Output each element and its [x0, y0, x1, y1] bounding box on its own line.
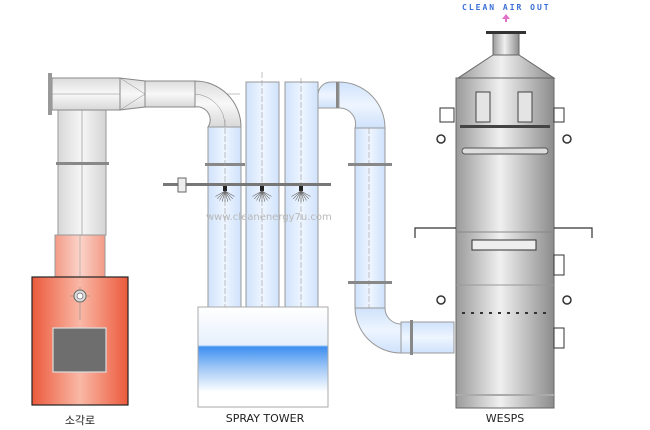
- watermark: www.cleanenergy7u.com: [206, 212, 332, 223]
- spray-nozzle-icon: [291, 186, 311, 202]
- tower-column: [245, 81, 280, 308]
- spray-nozzles: [215, 186, 311, 202]
- clean-air-out-label: CLEAN AIR OUT: [462, 3, 551, 12]
- access-door: [475, 91, 491, 123]
- clean-air-arrow-icon: [502, 14, 510, 22]
- duct-end-flange: [48, 73, 52, 115]
- wesps: [414, 31, 593, 409]
- spray-tower-label: SPRAY TOWER: [225, 412, 305, 425]
- incinerator-door: [52, 327, 107, 373]
- spray-nozzle-icon: [215, 186, 235, 202]
- spray-header: [163, 177, 331, 193]
- outlet-nozzle: [492, 32, 520, 56]
- burner-icon: [70, 287, 90, 320]
- access-door: [517, 91, 533, 123]
- spray-nozzle-icon: [252, 186, 272, 202]
- wesps-label: WESPS: [485, 412, 525, 425]
- incinerator-label: 소각로: [64, 414, 96, 427]
- stack-flange: [56, 162, 109, 165]
- spray-tower: [163, 72, 331, 408]
- water-sump: [197, 306, 329, 408]
- tower-column: [284, 81, 319, 308]
- outlet-duct: [317, 81, 455, 355]
- valve-icon: [177, 177, 187, 193]
- incinerator: [31, 109, 129, 406]
- inlet-duct: [48, 73, 245, 308]
